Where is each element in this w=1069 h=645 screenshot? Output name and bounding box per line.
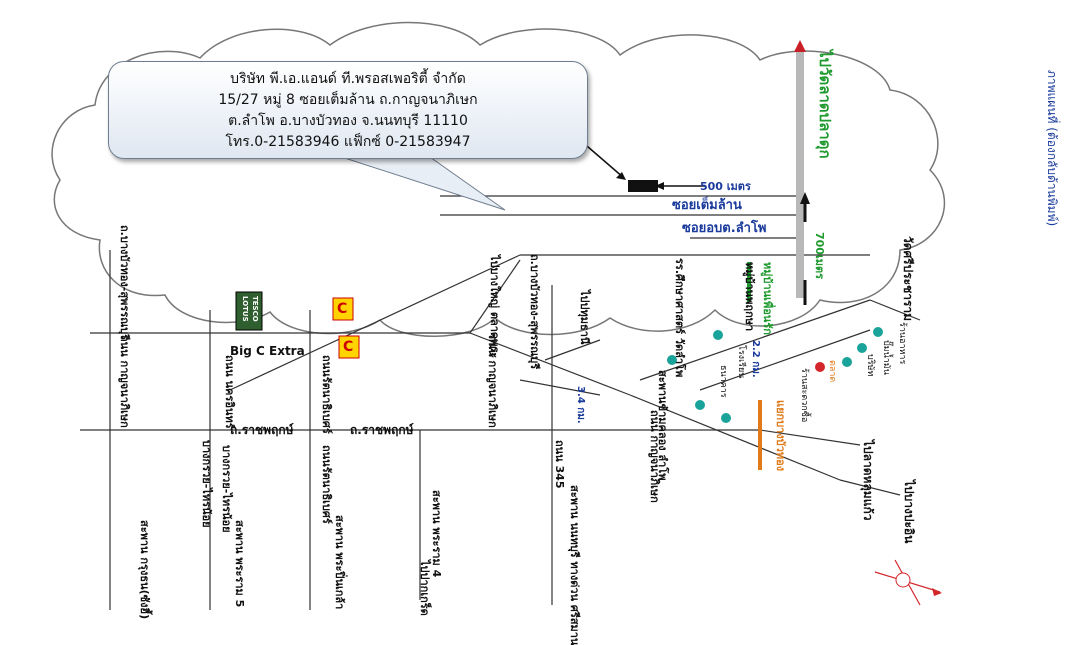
muban-b-label: หมู่บ้านพฤกษา bbox=[743, 262, 756, 332]
soi-roads bbox=[440, 195, 800, 239]
bangbuathong-suphan-2: ถ.บางบัวทอง-สุพรรณบุรี bbox=[118, 225, 131, 341]
office-marker bbox=[628, 180, 658, 192]
poi-dots bbox=[667, 327, 883, 423]
to-wat-lat-plado-label: ไปวัดลาดปลาดุก bbox=[816, 50, 834, 159]
landmark-3: บริษัท bbox=[865, 354, 875, 377]
distance-700m: 700เมตร bbox=[813, 232, 826, 280]
tesco-logo-text: TESCO bbox=[251, 296, 259, 322]
location-map: บริษัท พี.เอ.แอนด์ ที.พรอสเพอริตี้ จำกัด… bbox=[51, 21, 1059, 645]
tesco-logo bbox=[235, 291, 263, 331]
up-arrow bbox=[800, 192, 810, 204]
to-pathum-label: ไปปทุมธานี bbox=[578, 290, 591, 345]
rongrian-label: รร.ศึกษาศาสตร์ วัดลำโพ bbox=[673, 258, 686, 378]
to-bang-pa-in-label: ไปบางปะอิน bbox=[902, 480, 916, 544]
to-pakkret-label: ไปปากเกร็ด bbox=[418, 560, 431, 616]
bangkruai-sainoi-1: บางกรวย-ไทรน้อย bbox=[220, 445, 233, 533]
landmark-4: ตลาด bbox=[827, 360, 837, 383]
sapan-phra-ram-4-label: สะพาน พระราม 4 bbox=[430, 490, 443, 578]
sapan-phra-pin-klao-label: สะพาน พระปิ่นเกล้า bbox=[333, 515, 346, 610]
bangkruai-sainoi-2: บางกรวย-ไทรน้อย bbox=[200, 440, 213, 528]
road-345-label: ถนน 345 bbox=[553, 440, 566, 489]
landmark-2: ปั๊มน้ำมัน bbox=[881, 340, 891, 375]
ratchaphruek-label-2: ถ.ราชพฤกษ์ bbox=[350, 423, 414, 437]
kanchana-right-label: ถนน กาญจนาภิเษก bbox=[648, 410, 661, 503]
muban-a-label: หมู่บ้านเพื่อนรัก bbox=[761, 262, 774, 335]
map-title-right: ภาพแผนที่ (ต้องกลับด้านพิมพ์) bbox=[1045, 70, 1059, 227]
main-soi-road bbox=[796, 48, 804, 298]
distance-2.2km: 2.2 กม. bbox=[750, 340, 761, 378]
address-line-1: 15/27 หมู่ 8 ซอยเต็มล้าน ถ.กาญจนาภิเษก bbox=[218, 92, 478, 108]
bang-yai-label: ไปบางใหญ่ ตลาดพระ bbox=[488, 255, 501, 359]
landmark-1: ร้านอาหาร bbox=[897, 322, 907, 365]
bigc-logo-1 bbox=[332, 297, 354, 321]
rattanathibet-label-1: ถนนรัตนาธิเบศร์ bbox=[320, 355, 333, 434]
bigc-logo-2 bbox=[338, 335, 360, 359]
north-arrow-red bbox=[794, 40, 806, 52]
bang-bua-thong-junction: แยกบางบัวทอง bbox=[774, 400, 787, 472]
address-line-2: ต.ลำโพ อ.บางบัวทอง จ.นนทบุรี 11110 bbox=[228, 113, 468, 129]
soi-temlan-label: ซอยเต็มล้าน bbox=[672, 198, 742, 213]
nakhon-in-label: ถนน นครอินทร์ bbox=[223, 355, 236, 429]
kanchana-left-label: ถนน กาญจนาภิเษก bbox=[118, 335, 131, 428]
sapan-krung-thon-label: สะพาน กรุงธน(ซังฮี้) bbox=[138, 520, 151, 620]
ratchaphruek-label-1: ถ.ราชพฤกษ์ bbox=[230, 423, 294, 437]
phone-line: โทร.0-21583946 แฟ็กซ์ 0-21583947 bbox=[225, 134, 471, 150]
compass-icon bbox=[874, 559, 942, 606]
bigc-mark-2: C bbox=[343, 339, 354, 355]
sapan-phra-ram-5-label: สะพาน พระราม 5 bbox=[233, 520, 246, 608]
landmark-6: โรงเรียน bbox=[736, 345, 746, 379]
rattanathibet-label-2: ถนนรัตนาธิเบศร์ bbox=[320, 445, 333, 524]
bank-label: ธนาคาร bbox=[718, 365, 728, 398]
company-name: บริษัท พี.เอ.แอนด์ ที.พรอสเพอริตี้ จำกัด bbox=[230, 71, 466, 87]
kanchana-road bbox=[80, 254, 921, 496]
landmark-5: ร้านสะดวกซื้อ bbox=[799, 368, 809, 423]
lotus-logo-text: LOTUS bbox=[241, 296, 249, 322]
bangbuathong-suphan-1: ถ.บางบัวทอง-สุพรรณบุรี bbox=[528, 254, 541, 370]
bigc-mark-1: C bbox=[337, 301, 348, 317]
bigc-extra-label: Big C Extra bbox=[230, 344, 305, 358]
wat-sri-label: วัดศรีประชาราม bbox=[901, 236, 915, 322]
distance-3.4km: 3.4 กม. bbox=[575, 386, 586, 424]
to-lat-lum-kaeo-label: ไปลาดหลุมแก้ว bbox=[861, 440, 875, 521]
soi-obt-label: ซอยอบต.ลำโพ bbox=[682, 221, 767, 236]
distance-500m: 500 เมตร bbox=[700, 180, 751, 193]
company-callout: บริษัท พี.เอ.แอนด์ ที.พรอสเพอริตี้ จำกัด… bbox=[108, 61, 588, 159]
sapan-nonthaburi-label: สะพาน นนทบุรี ทางด่วน ศรีสมาน bbox=[568, 485, 581, 645]
